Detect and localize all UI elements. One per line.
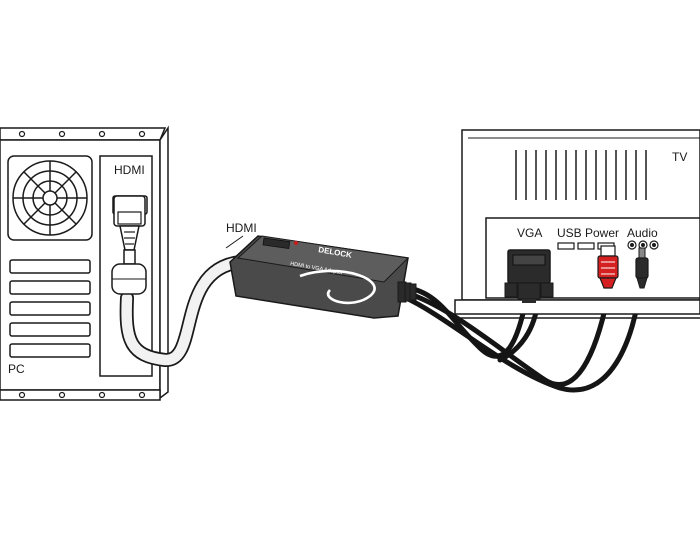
usb-port	[557, 242, 575, 250]
tv-label: TV	[672, 150, 687, 164]
audio-label: Audio	[627, 226, 658, 240]
status-led-icon	[293, 240, 299, 246]
output-cables	[401, 282, 643, 393]
vent-slots-icon	[515, 150, 647, 200]
tv-monitor	[454, 129, 700, 319]
hdmi-cable	[119, 235, 247, 367]
pc-hdmi-label: HDMI	[114, 163, 145, 177]
hdmi-to-vga-adapter	[229, 235, 417, 319]
vga-label: VGA	[517, 226, 542, 240]
pc-label: PC	[8, 362, 25, 376]
usb-power-plug	[597, 245, 619, 289]
fan-grille-icon	[7, 155, 93, 241]
audio-plug	[635, 247, 649, 289]
vga-plug	[504, 249, 554, 303]
brand-swoosh-icon	[299, 269, 376, 305]
pc-vent-slots	[9, 259, 91, 358]
hdmi-plug	[111, 195, 147, 295]
cable-hdmi-label: HDMI	[226, 221, 257, 235]
audio-jacks	[627, 240, 659, 250]
usb-power-label: USB Power	[557, 226, 619, 240]
usb-port	[577, 242, 595, 250]
